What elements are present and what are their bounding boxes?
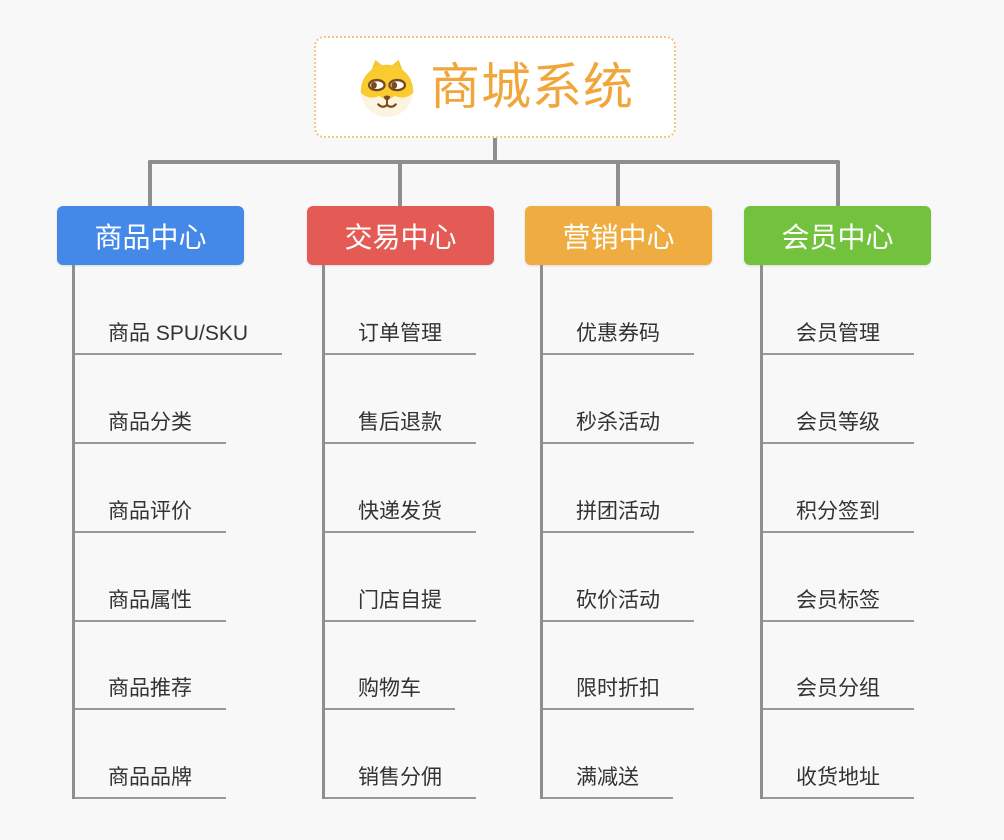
leaf-node[interactable]: 限时折扣 (543, 622, 694, 711)
leaf-node[interactable]: 商品推荐 (75, 622, 226, 711)
leaf-node[interactable]: 商品分类 (75, 355, 226, 444)
leaf-node[interactable]: 门店自提 (325, 533, 476, 622)
leaf-node[interactable]: 快递发货 (325, 444, 476, 533)
leaf-node[interactable]: 销售分佣 (325, 710, 476, 800)
connector-root-stem (493, 136, 497, 162)
leaf-node[interactable]: 购物车 (325, 622, 455, 711)
leaf-node[interactable]: 商品 SPU/SKU (75, 265, 283, 356)
leaf-node[interactable]: 砍价活动 (543, 533, 694, 622)
connector-drop-product (148, 160, 152, 207)
leaf-node[interactable]: 满减送 (543, 710, 673, 800)
leaf-node[interactable]: 秒杀活动 (543, 355, 694, 444)
branch-marketing-center[interactable]: 营销中心 (525, 206, 712, 265)
dog-icon (360, 59, 414, 118)
branch-product-center[interactable]: 商品中心 (57, 206, 244, 265)
leaf-column-product: 商品 SPU/SKU 商品分类 商品评价 商品属性 商品推荐 商品品牌 (72, 265, 283, 800)
leaf-column-member: 会员管理 会员等级 积分签到 会员标签 会员分组 收货地址 (760, 265, 914, 800)
connector-drop-trade (398, 160, 402, 207)
leaf-node[interactable]: 会员等级 (763, 355, 914, 444)
leaf-node[interactable]: 优惠券码 (543, 265, 694, 356)
branch-trade-center[interactable]: 交易中心 (307, 206, 494, 265)
leaf-node[interactable]: 商品属性 (75, 533, 226, 622)
leaf-node[interactable]: 售后退款 (325, 355, 476, 444)
leaf-node[interactable]: 会员管理 (763, 265, 914, 356)
root-node-mall-system[interactable]: 商城系统 (314, 36, 676, 138)
leaf-node[interactable]: 商品评价 (75, 444, 226, 533)
leaf-column-marketing: 优惠券码 秒杀活动 拼团活动 砍价活动 限时折扣 满减送 (540, 265, 694, 800)
root-title: 商城系统 (430, 59, 634, 115)
leaf-column-trade: 订单管理 售后退款 快递发货 门店自提 购物车 销售分佣 (322, 265, 476, 800)
leaf-node[interactable]: 订单管理 (325, 265, 476, 356)
connector-drop-member (836, 160, 840, 207)
leaf-node[interactable]: 拼团活动 (543, 444, 694, 533)
connector-drop-marketing (616, 160, 620, 207)
connector-horizontal-bar (148, 160, 840, 164)
leaf-node[interactable]: 积分签到 (763, 444, 914, 533)
branch-member-center[interactable]: 会员中心 (744, 206, 931, 265)
leaf-node[interactable]: 收货地址 (763, 710, 914, 800)
leaf-node[interactable]: 会员标签 (763, 533, 914, 622)
leaf-node[interactable]: 商品品牌 (75, 710, 226, 800)
leaf-node[interactable]: 会员分组 (763, 622, 914, 711)
